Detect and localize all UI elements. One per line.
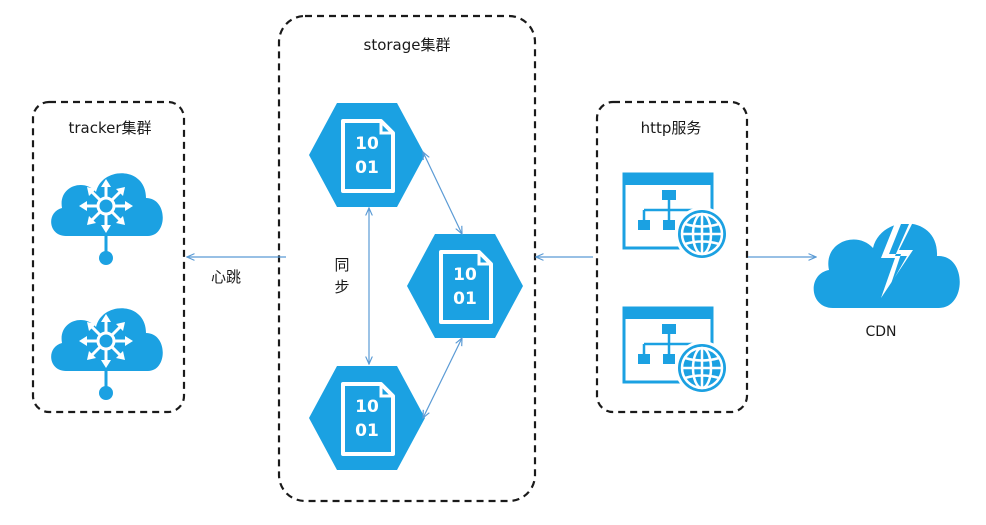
storage-link-lower: [423, 338, 462, 418]
storage-3-line1: 10: [355, 397, 379, 417]
storage-cluster-box: [277, 14, 537, 503]
storage-2-line2: 01: [453, 289, 477, 309]
binary-file-hexagon-icon: 10 01: [307, 101, 427, 209]
sync-label-line2: 步: [334, 278, 349, 296]
storage-3-line2: 01: [355, 421, 379, 441]
heartbeat-label: 心跳: [211, 268, 241, 286]
web-sitemap-globe-icon: [622, 306, 731, 397]
storage-1-line1: 10: [355, 134, 379, 154]
cloud-hub-icon: [49, 306, 165, 402]
binary-file-hexagon-icon: 10 01: [307, 364, 427, 472]
sync-label-line1: 同: [334, 256, 349, 274]
storage-1-line2: 01: [355, 158, 379, 178]
http-service-box: [595, 100, 749, 414]
storage-cluster-label: storage集群: [364, 36, 451, 54]
tracker-cluster-label: tracker集群: [68, 119, 151, 137]
storage-link-upper: [423, 152, 462, 234]
cloud-hub-icon: [49, 171, 165, 267]
binary-file-hexagon-icon: 10 01: [405, 232, 525, 340]
tracker-cluster-box: [31, 100, 186, 414]
web-sitemap-globe-icon: [622, 172, 731, 263]
cloud-lightning-icon: [813, 218, 960, 308]
cdn-label: CDN: [865, 324, 896, 340]
storage-2-line1: 10: [453, 265, 477, 285]
http-service-label: http服务: [641, 119, 702, 137]
